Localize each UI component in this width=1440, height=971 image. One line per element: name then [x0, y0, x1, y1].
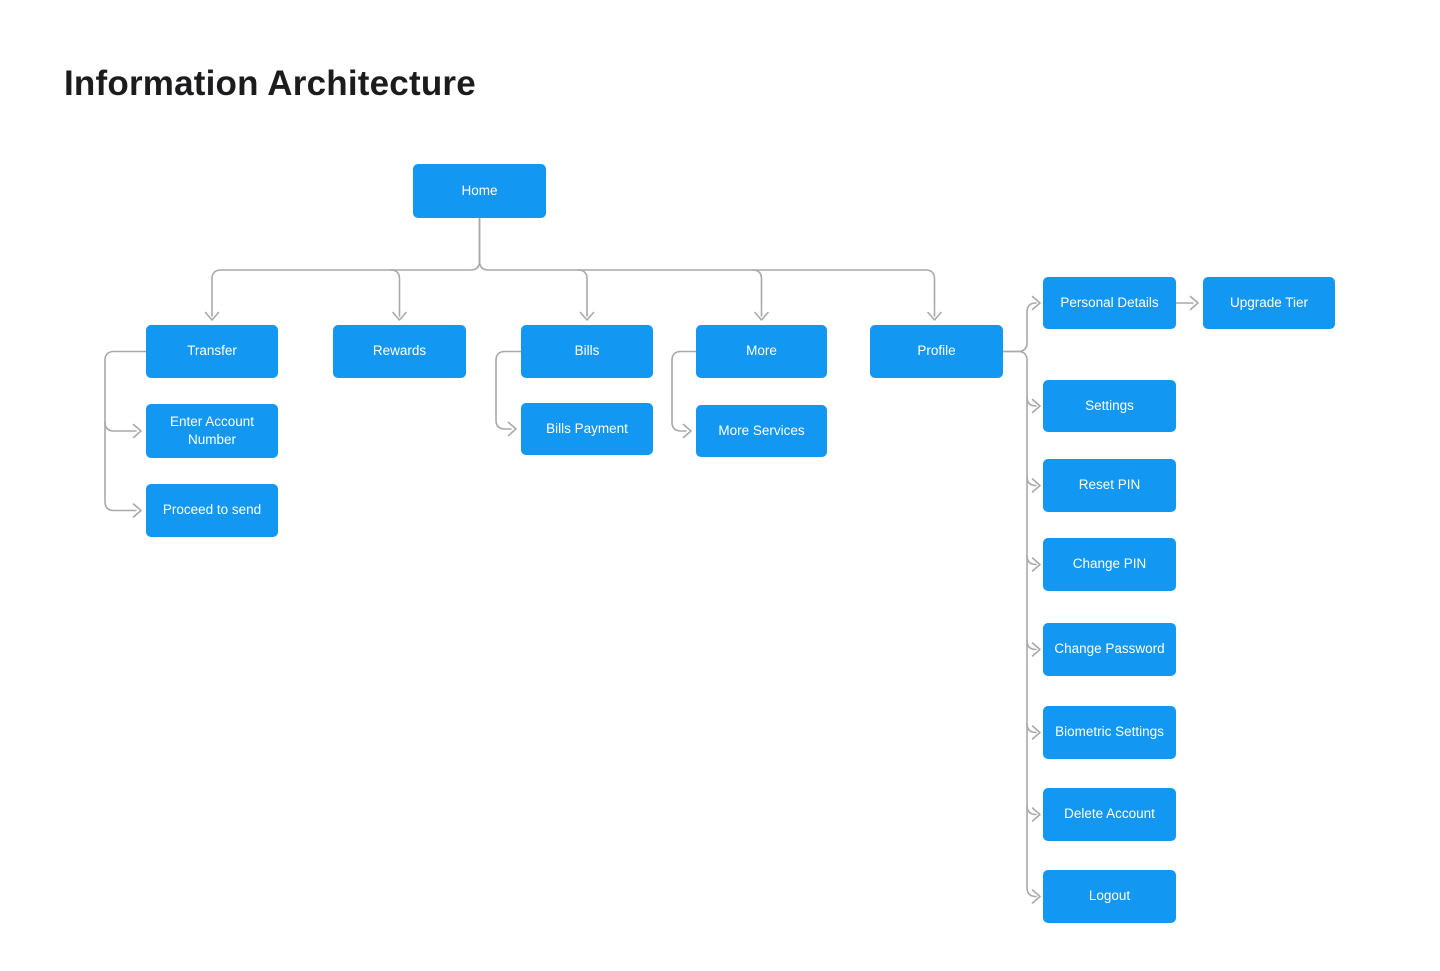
edge-profile-personal-details	[1002, 295, 1041, 353]
edge-profile-delete-account	[1026, 804, 1041, 822]
node-more[interactable]: More	[696, 325, 827, 378]
edge-transfer-enter-account-number	[104, 421, 142, 439]
edge-profile-biometric-settings	[1026, 722, 1041, 740]
node-profile[interactable]: Profile	[870, 325, 1003, 378]
node-change-password[interactable]: Change Password	[1043, 623, 1176, 676]
node-delete-account[interactable]: Delete Account	[1043, 788, 1176, 841]
node-biometric-settings[interactable]: Biometric Settings	[1043, 706, 1176, 759]
edge-home-bills	[577, 269, 595, 321]
edge-transfer-proceed-to-send	[104, 350, 147, 518]
edge-personal-details-upgrade-tier	[1175, 295, 1199, 311]
node-bills-payment[interactable]: Bills Payment	[521, 403, 653, 455]
edge-profile-logout	[1002, 350, 1041, 904]
node-upgrade-tier[interactable]: Upgrade Tier	[1203, 277, 1335, 329]
edge-home-transfer	[204, 217, 481, 321]
edge-profile-change-pin	[1026, 554, 1041, 572]
node-enter-account-number[interactable]: Enter Account Number	[146, 404, 278, 458]
node-rewards[interactable]: Rewards	[333, 325, 466, 378]
node-change-pin[interactable]: Change PIN	[1043, 538, 1176, 591]
edge-more-more-services	[671, 350, 697, 439]
node-home[interactable]: Home	[413, 164, 546, 218]
node-transfer[interactable]: Transfer	[146, 325, 278, 378]
edge-home-rewards	[389, 269, 407, 321]
node-settings[interactable]: Settings	[1043, 380, 1176, 432]
edge-profile-change-password	[1026, 639, 1041, 657]
node-proceed-to-send[interactable]: Proceed to send	[146, 484, 278, 537]
node-reset-pin[interactable]: Reset PIN	[1043, 459, 1176, 512]
edge-profile-settings	[1026, 396, 1041, 414]
node-bills[interactable]: Bills	[521, 325, 653, 378]
node-more-services[interactable]: More Services	[696, 405, 827, 457]
node-logout[interactable]: Logout	[1043, 870, 1176, 923]
edge-home-profile	[478, 217, 942, 321]
page-title: Information Architecture	[64, 64, 476, 103]
edge-bills-bills-payment	[495, 350, 522, 437]
node-personal-details[interactable]: Personal Details	[1043, 277, 1176, 329]
edge-profile-reset-pin	[1026, 475, 1041, 493]
edge-home-more	[751, 269, 769, 321]
